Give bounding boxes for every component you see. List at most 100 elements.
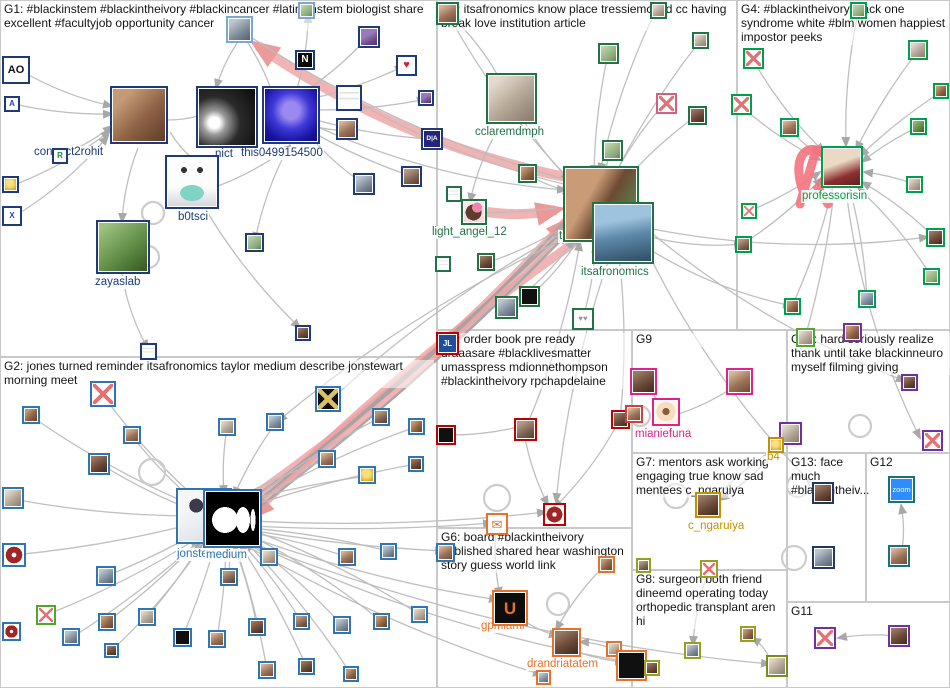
- node[interactable]: [543, 503, 566, 526]
- node[interactable]: [477, 253, 495, 271]
- node[interactable]: [906, 176, 923, 193]
- node[interactable]: [373, 613, 390, 630]
- node-mianiefuna[interactable]: [652, 398, 680, 426]
- node[interactable]: [598, 43, 619, 64]
- node[interactable]: [36, 605, 56, 625]
- node-medium[interactable]: [203, 489, 262, 548]
- node[interactable]: [123, 426, 141, 444]
- node[interactable]: R: [52, 148, 68, 164]
- node[interactable]: [173, 628, 192, 647]
- node-light_angel_12[interactable]: [461, 199, 487, 225]
- node[interactable]: [196, 86, 258, 148]
- node[interactable]: [814, 627, 836, 649]
- node[interactable]: [220, 568, 238, 586]
- node[interactable]: [901, 374, 918, 391]
- node-zayaslab[interactable]: [96, 220, 150, 274]
- node-gpmiami[interactable]: U: [492, 590, 528, 626]
- node[interactable]: [926, 228, 945, 247]
- node[interactable]: [726, 368, 753, 395]
- node[interactable]: [353, 173, 375, 195]
- node[interactable]: [245, 233, 264, 252]
- node[interactable]: JL: [436, 332, 459, 355]
- node[interactable]: [226, 16, 253, 43]
- node[interactable]: [784, 298, 801, 315]
- node[interactable]: [922, 430, 943, 451]
- node[interactable]: [435, 256, 451, 272]
- node[interactable]: A: [4, 96, 20, 112]
- node-cclaremdmph[interactable]: [486, 73, 537, 124]
- node[interactable]: [258, 661, 276, 679]
- node[interactable]: [418, 90, 434, 106]
- node-drandriatatem[interactable]: [552, 628, 581, 657]
- node[interactable]: [779, 422, 802, 445]
- node[interactable]: [656, 93, 677, 114]
- node[interactable]: [812, 546, 835, 569]
- node[interactable]: [688, 106, 707, 125]
- node[interactable]: [260, 548, 278, 566]
- node[interactable]: [796, 328, 815, 347]
- node-this0499154500[interactable]: [262, 86, 320, 144]
- node[interactable]: [700, 560, 718, 578]
- node[interactable]: [90, 381, 116, 407]
- node[interactable]: [436, 543, 455, 562]
- node[interactable]: [2, 176, 19, 193]
- node[interactable]: [910, 118, 927, 135]
- node[interactable]: ♥♥: [572, 308, 594, 330]
- node[interactable]: [380, 543, 397, 560]
- node[interactable]: [518, 164, 537, 183]
- node[interactable]: [436, 2, 459, 25]
- node[interactable]: [22, 406, 40, 424]
- node[interactable]: [336, 85, 362, 111]
- node[interactable]: [138, 608, 156, 626]
- node[interactable]: [536, 670, 551, 685]
- node[interactable]: [650, 2, 667, 19]
- node[interactable]: [411, 606, 428, 623]
- node[interactable]: [436, 425, 456, 445]
- node-b4[interactable]: [768, 437, 784, 453]
- node[interactable]: [630, 368, 657, 395]
- node[interactable]: [735, 236, 752, 253]
- node[interactable]: [446, 186, 462, 202]
- node[interactable]: [514, 418, 537, 441]
- node[interactable]: [298, 2, 315, 19]
- node[interactable]: [731, 94, 752, 115]
- node-zoom[interactable]: zoom: [888, 476, 915, 503]
- node[interactable]: [684, 642, 701, 659]
- node[interactable]: [858, 290, 876, 308]
- node[interactable]: [298, 658, 315, 675]
- node[interactable]: [358, 26, 380, 48]
- node[interactable]: [2, 543, 26, 567]
- node[interactable]: [2, 622, 21, 641]
- node[interactable]: [2, 487, 24, 509]
- node-b0tsci[interactable]: [165, 155, 219, 209]
- node[interactable]: [88, 453, 110, 475]
- node[interactable]: [62, 628, 80, 646]
- node-connect2rohit[interactable]: [110, 86, 168, 144]
- node[interactable]: ✉: [486, 513, 508, 535]
- node[interactable]: [408, 418, 425, 435]
- node-professorisin[interactable]: [821, 146, 863, 188]
- node[interactable]: [933, 83, 949, 99]
- node[interactable]: [692, 32, 709, 49]
- node[interactable]: ♥: [396, 55, 417, 76]
- node[interactable]: [908, 40, 928, 60]
- node[interactable]: [843, 323, 862, 342]
- node[interactable]: [336, 118, 358, 140]
- node[interactable]: [408, 456, 424, 472]
- node[interactable]: [740, 626, 756, 642]
- node[interactable]: [104, 643, 119, 658]
- node[interactable]: [766, 655, 788, 677]
- node[interactable]: [293, 613, 310, 630]
- node[interactable]: [208, 630, 226, 648]
- node[interactable]: [248, 618, 266, 636]
- node[interactable]: N: [295, 50, 315, 70]
- node[interactable]: [338, 548, 356, 566]
- node[interactable]: [333, 616, 351, 634]
- node[interactable]: [598, 556, 615, 573]
- node[interactable]: [266, 413, 284, 431]
- node[interactable]: [743, 48, 764, 69]
- node[interactable]: [519, 286, 540, 307]
- node[interactable]: [140, 343, 157, 360]
- node[interactable]: [96, 566, 116, 586]
- node[interactable]: [636, 558, 651, 573]
